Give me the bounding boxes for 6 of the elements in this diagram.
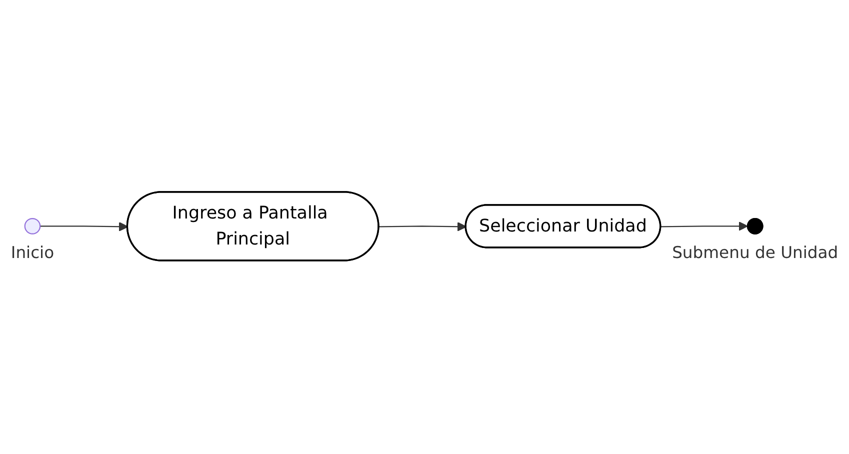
- arrow: [660, 221, 748, 231]
- arrow: [40, 222, 128, 232]
- arrow: [379, 222, 467, 232]
- node-caption: Submenu de Unidad: [672, 242, 838, 262]
- node-circle: [24, 218, 41, 234]
- node-caption: Inicio: [10, 242, 54, 262]
